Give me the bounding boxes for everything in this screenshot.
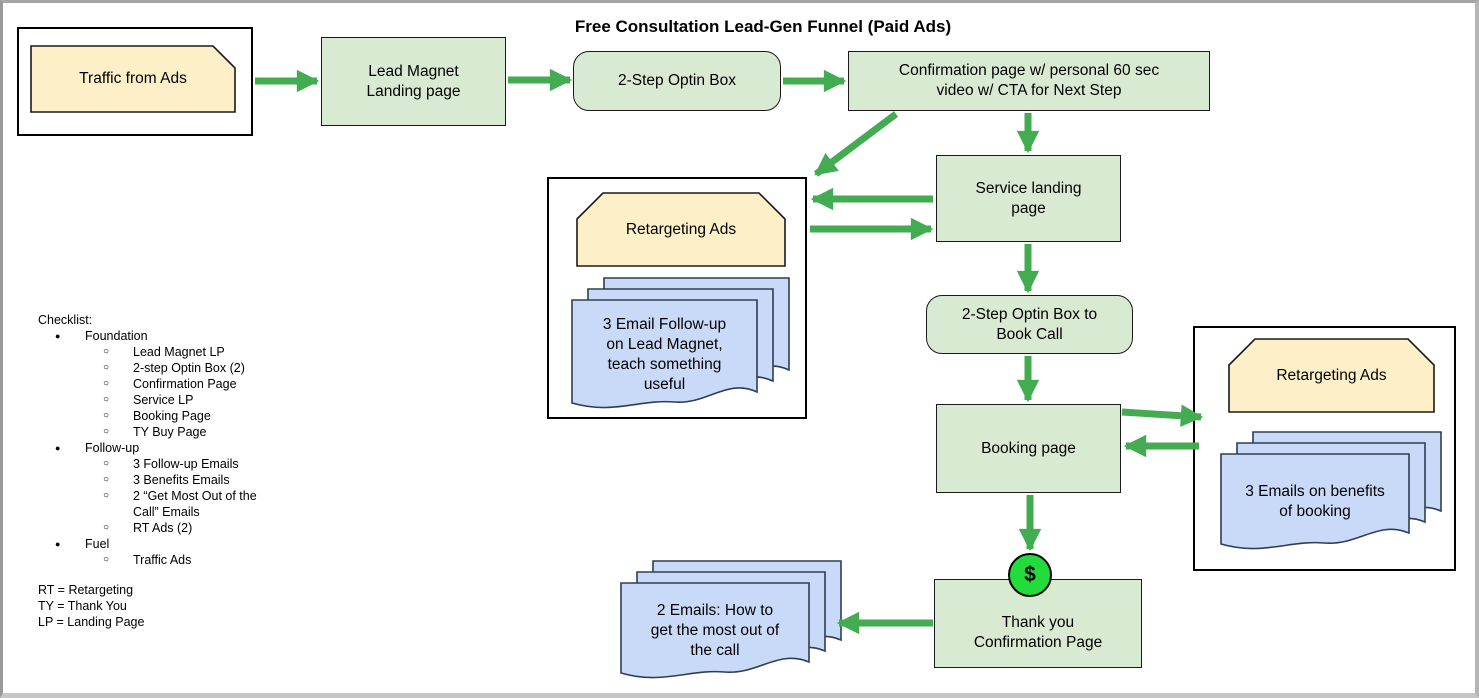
checklist-item: ●Fuel [55, 537, 110, 551]
traffic-from-ads-label: Traffic from Ads [79, 70, 187, 88]
retargeting-ads-left-card: Retargeting Ads [576, 192, 786, 267]
checklist-item: ○2 “Get Most Out of the Call” Emails [103, 489, 257, 519]
arrow-confirmation-to-retargeting-left [813, 111, 899, 177]
bullet-open-icon: ○ [103, 346, 110, 357]
checklist-item: ●Foundation [55, 329, 148, 343]
checklist-item: ○2-step Optin Box (2) [103, 361, 245, 375]
bullet-open-icon: ○ [103, 458, 110, 469]
checklist-item: ○Lead Magnet LP [103, 345, 225, 359]
bullet-filled-icon: ● [55, 331, 61, 341]
legend-line: TY = Thank You [38, 599, 127, 613]
bullet-filled-icon: ● [55, 443, 61, 453]
legend-line: RT = Retargeting [38, 583, 134, 597]
bullet-open-icon: ○ [103, 522, 110, 533]
document-shape-icon [1220, 453, 1410, 550]
dollar-sign-icon: $ [1024, 563, 1036, 586]
traffic-from-ads-card: Traffic from Ads [30, 45, 236, 113]
retargeting-ads-left-label: Retargeting Ads [625, 220, 737, 238]
checklist-item: ○RT Ads (2) [103, 521, 193, 535]
bullet-open-icon: ○ [103, 554, 110, 565]
confirmation-page-node: Confirmation page w/ personal 60 sec vid… [848, 51, 1210, 111]
bullet-open-icon: ○ [103, 362, 110, 373]
checklist-item: ○3 Follow-up Emails [103, 457, 239, 471]
email-doc-stack-right: 3 Emails on benefits of booking [1220, 431, 1442, 553]
arrow-booking-to-retargeting-right [1121, 404, 1204, 427]
checklist-item: ○3 Benefits Emails [103, 473, 230, 487]
payment-badge: $ [1008, 553, 1052, 597]
checklist-heading: Checklist: [38, 313, 93, 327]
retargeting-ads-right-card: Retargeting Ads [1228, 338, 1435, 413]
legend-line: LP = Landing Page [38, 615, 145, 629]
checklist-item: ○Booking Page [103, 409, 211, 423]
legend-block: RT = Retargeting TY = Thank You LP = Lan… [38, 582, 288, 630]
checklist-item: ○Service LP [103, 393, 194, 407]
emails-bottom-label: 2 Emails: How to get the most out of the… [650, 602, 780, 659]
checklist-item: ○Confirmation Page [103, 377, 237, 391]
bullet-open-icon: ○ [103, 394, 110, 405]
checklist-item: ●Follow-up [55, 441, 140, 455]
diagram-title: Free Consultation Lead-Gen Funnel (Paid … [574, 17, 952, 36]
emails-right-label: 3 Emails on benefits of booking [1245, 483, 1385, 520]
card-shape-icon [1228, 338, 1435, 413]
bullet-filled-icon: ● [55, 539, 61, 549]
checklist-item: ○TY Buy Page [103, 425, 207, 439]
card-shape-icon [576, 192, 786, 267]
bullet-open-icon: ○ [103, 426, 110, 437]
booking-page-node: Booking page [936, 404, 1121, 493]
thank-you-label: Thank you Confirmation Page [973, 613, 1103, 651]
checklist-block: Checklist: ●Foundation ○Lead Magnet LP ○… [38, 312, 288, 630]
bullet-open-icon: ○ [103, 474, 110, 485]
retargeting-ads-right-label: Retargeting Ads [1276, 366, 1387, 384]
thank-you-confirmation-node: Thank you Confirmation Page [934, 579, 1142, 668]
bullet-open-icon: ○ [103, 410, 110, 421]
email-doc-stack-left: 3 Email Follow-up on Lead Magnet, teach … [571, 277, 790, 413]
card-shape-icon [30, 45, 236, 113]
two-step-optin-box-node: 2-Step Optin Box [573, 51, 781, 111]
document-shape-icon [620, 582, 810, 679]
bullet-open-icon: ○ [103, 378, 110, 389]
email-doc-stack-bottom: 2 Emails: How to get the most out of the… [620, 560, 842, 682]
emails-left-label: 3 Email Follow-up on Lead Magnet, teach … [602, 316, 727, 393]
document-shape-icon [571, 299, 758, 409]
bullet-open-icon: ○ [103, 490, 110, 501]
checklist-item: ○Traffic Ads [103, 553, 192, 567]
two-step-optin-book-call-node: 2-Step Optin Box to Book Call [926, 295, 1133, 354]
lead-magnet-landing-page-node: Lead Magnet Landing page [321, 37, 506, 126]
service-landing-page-node: Service landing page [936, 155, 1121, 242]
